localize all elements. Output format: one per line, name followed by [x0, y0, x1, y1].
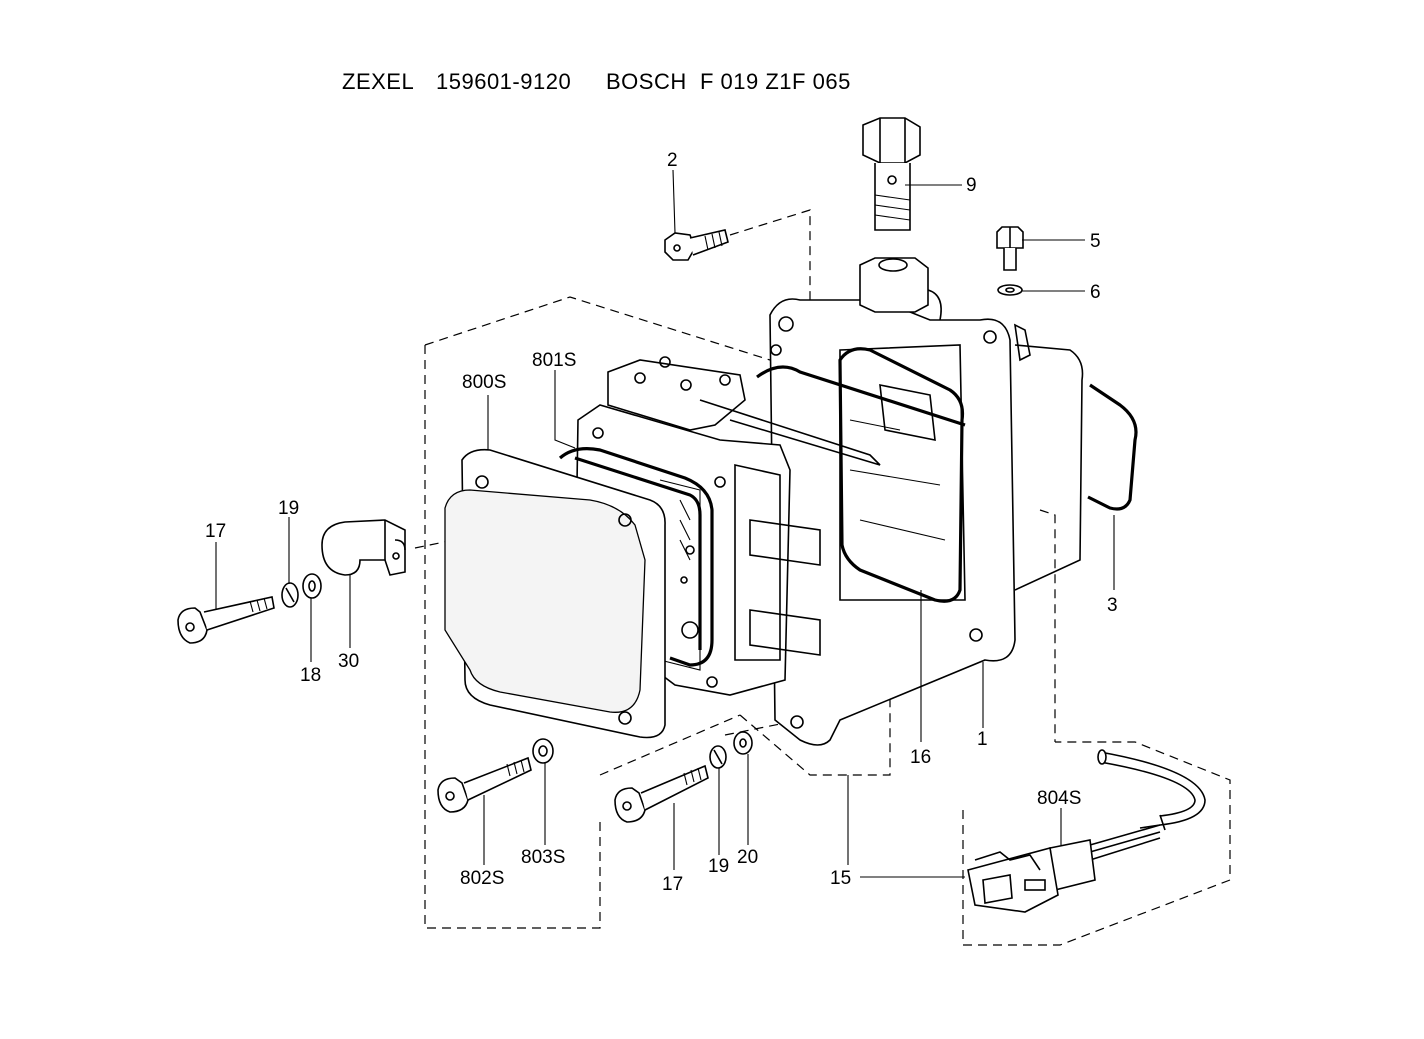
callout-30: 30	[338, 651, 359, 672]
title-brand-zexel: ZEXEL	[342, 69, 414, 94]
callout-800s: 800S	[462, 372, 506, 393]
callout-5: 5	[1090, 231, 1101, 252]
callout-9: 9	[966, 175, 977, 196]
washer-part-803s	[532, 738, 554, 764]
diagram-title: ZEXEL 159601-9120 BOSCH F 019 Z1F 065	[342, 69, 851, 94]
callout-801s: 801S	[532, 350, 576, 371]
callout-2: 2	[667, 150, 678, 171]
screw-part-17-left	[177, 596, 275, 644]
harness-part-804s	[967, 749, 1206, 913]
bracket-part-30	[321, 519, 406, 576]
washer-part-18	[302, 573, 322, 599]
title-part-zexel: 159601-9120	[436, 69, 571, 94]
callout-20: 20	[737, 847, 758, 868]
callout-19-left: 19	[278, 498, 299, 519]
callout-17-bottom: 17	[662, 874, 683, 895]
title-brand-bosch: BOSCH	[606, 69, 687, 94]
title-part-bosch: F 019 Z1F 065	[700, 69, 851, 94]
callout-804s: 804S	[1037, 788, 1081, 809]
washer-part-19-left	[281, 582, 299, 608]
housing-part-1	[756, 298, 1138, 746]
callout-3: 3	[1107, 595, 1118, 616]
callout-6: 6	[1090, 282, 1101, 303]
callout-1: 1	[977, 729, 988, 750]
callout-803s: 803S	[521, 847, 565, 868]
washer-part-20	[733, 731, 753, 755]
screw-part-5	[996, 226, 1031, 362]
screw-part-802s	[437, 756, 532, 813]
callout-802s: 802S	[460, 868, 504, 889]
callout-19-bottom: 19	[708, 856, 729, 877]
leader-lines	[215, 169, 1115, 878]
cover-part-800s	[444, 448, 666, 739]
washer-part-19-bottom	[709, 745, 727, 769]
screw-part-17-bottom	[614, 764, 709, 823]
bolt-part-2	[664, 229, 729, 261]
callout-16: 16	[910, 747, 931, 768]
callout-17-left: 17	[205, 521, 226, 542]
callout-18: 18	[300, 665, 321, 686]
callout-15: 15	[830, 868, 851, 889]
banjo-bolt-part-9	[859, 117, 942, 321]
callout-labels: 2 9 5 6 3 1 16 15 804S 800S 801S 17 19 1…	[205, 150, 1118, 895]
